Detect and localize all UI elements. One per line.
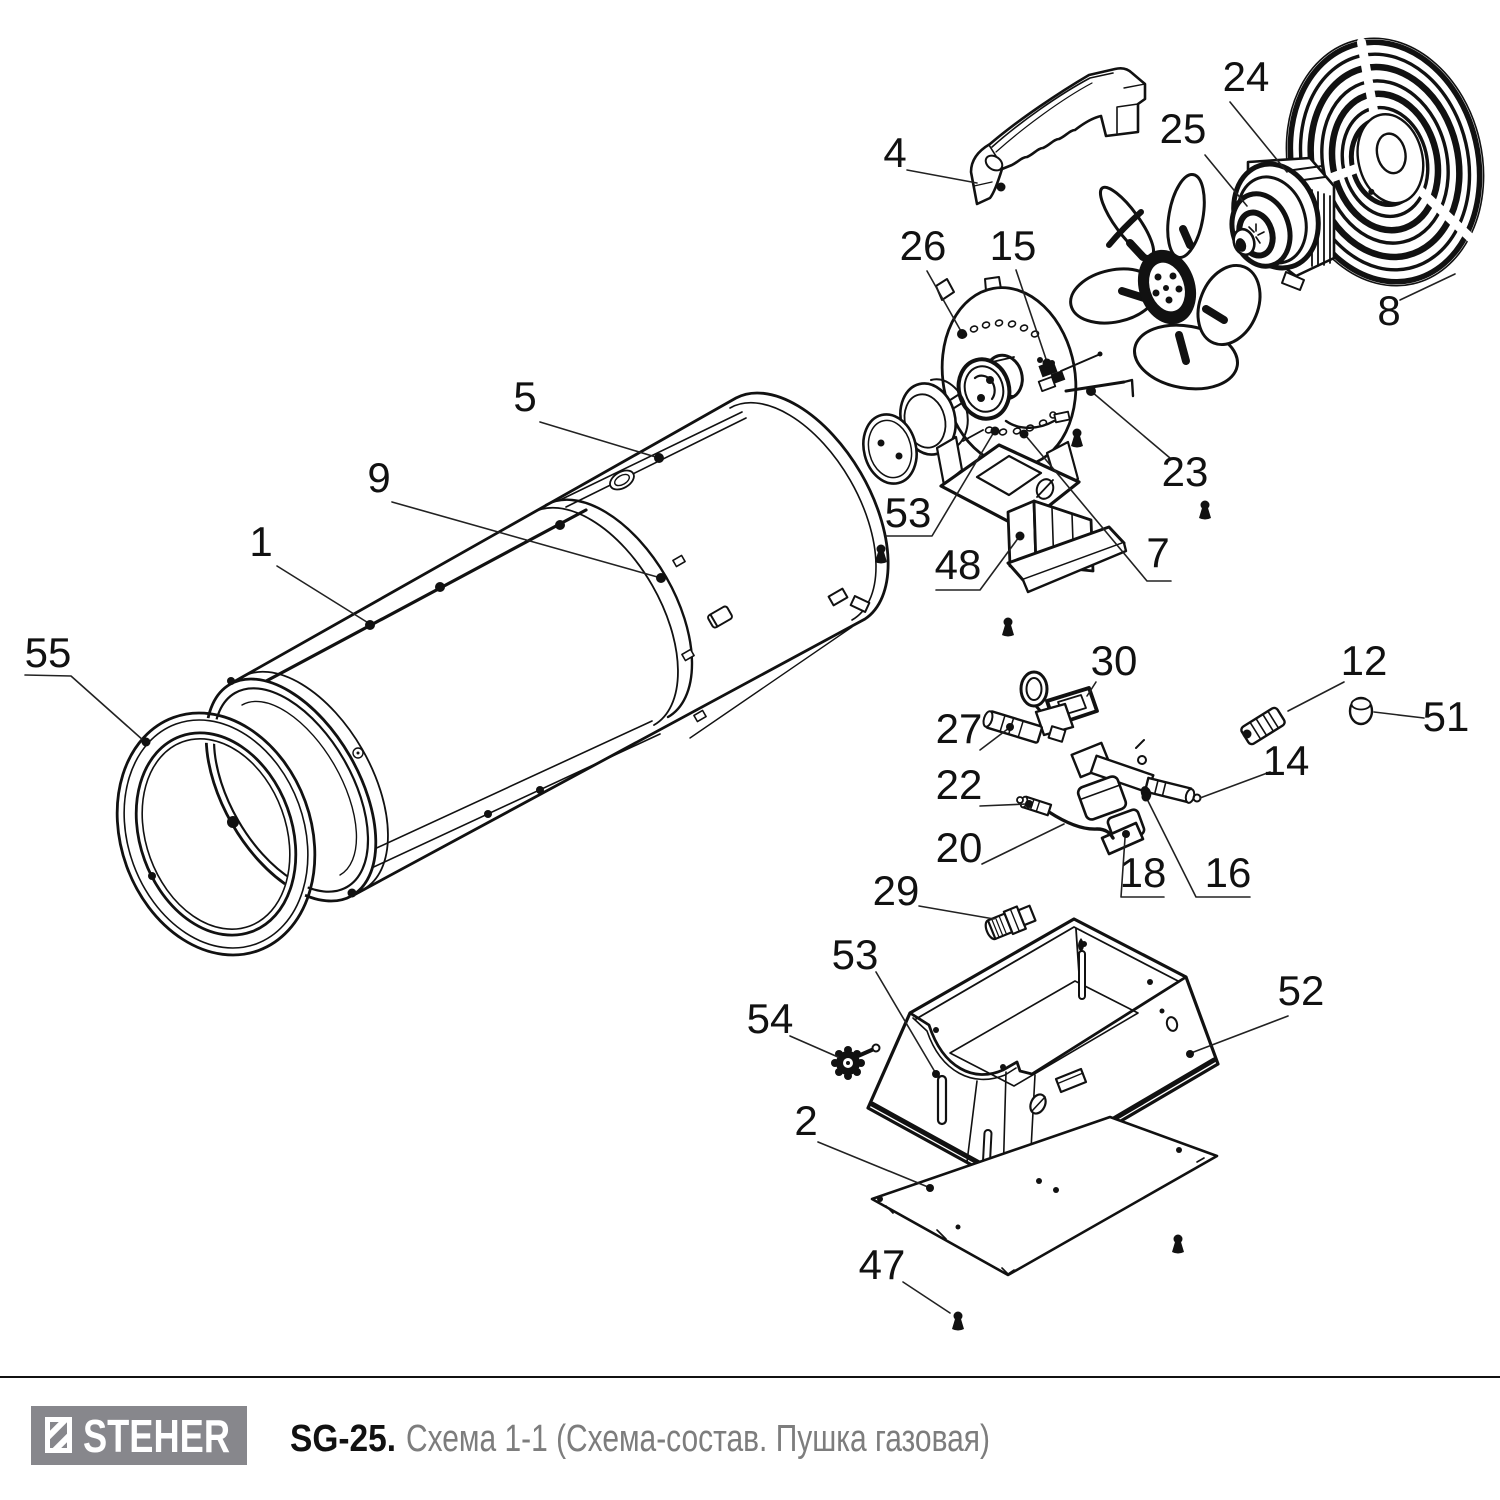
- svg-text:SG-25.: SG-25.: [290, 1418, 396, 1460]
- svg-text:12: 12: [1341, 637, 1388, 684]
- svg-text:20: 20: [936, 824, 983, 871]
- svg-text:STEHER: STEHER: [83, 1410, 230, 1462]
- svg-text:55: 55: [25, 629, 72, 676]
- svg-text:23: 23: [1162, 448, 1209, 495]
- svg-text:26: 26: [900, 222, 947, 269]
- svg-text:8: 8: [1377, 287, 1400, 334]
- svg-text:27: 27: [936, 705, 983, 752]
- svg-text:15: 15: [990, 222, 1037, 269]
- svg-text:53: 53: [832, 931, 879, 978]
- svg-text:29: 29: [873, 867, 920, 914]
- svg-text:18: 18: [1120, 849, 1167, 896]
- svg-text:47: 47: [859, 1241, 906, 1288]
- svg-text:4: 4: [883, 129, 906, 176]
- svg-text:30: 30: [1091, 637, 1138, 684]
- svg-text:5: 5: [513, 373, 536, 420]
- svg-text:16: 16: [1205, 849, 1252, 896]
- svg-text:2: 2: [794, 1097, 817, 1144]
- svg-text:22: 22: [936, 761, 983, 808]
- svg-text:54: 54: [747, 995, 794, 1042]
- svg-text:7: 7: [1146, 529, 1169, 576]
- svg-text:24: 24: [1223, 53, 1270, 100]
- svg-text:14: 14: [1263, 737, 1310, 784]
- svg-text:Схема 1-1 (Схема-состав. Пушка: Схема 1-1 (Схема-состав. Пушка газовая): [406, 1418, 990, 1460]
- svg-text:52: 52: [1278, 967, 1325, 1014]
- svg-text:53: 53: [885, 489, 932, 536]
- svg-text:25: 25: [1160, 105, 1207, 152]
- svg-text:48: 48: [935, 541, 982, 588]
- svg-text:51: 51: [1423, 693, 1470, 740]
- svg-text:1: 1: [249, 518, 272, 565]
- svg-text:9: 9: [367, 454, 390, 501]
